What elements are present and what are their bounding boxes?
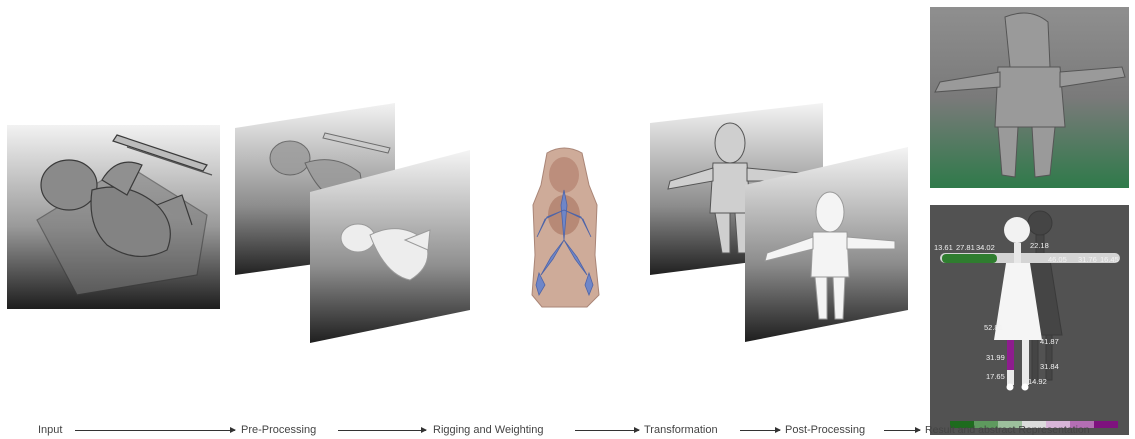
value-right-b: 16.45 xyxy=(1100,255,1119,264)
value-foot-right: 14.92 xyxy=(1028,377,1047,386)
head xyxy=(1004,217,1030,243)
value-right-a: 31.76 xyxy=(1078,255,1097,264)
stage-rigging-label: Rigging and Weighting xyxy=(433,423,543,437)
stage-result-label: Result and abstract Representation xyxy=(925,423,1090,437)
value-left-arm: 13.61 xyxy=(934,243,953,252)
value-torso: 52.81 xyxy=(984,323,1003,332)
stage-postprocessing-label: Post-Processing xyxy=(785,423,865,437)
arrow-postprocessing-to-result xyxy=(884,430,920,431)
result-render-panel xyxy=(930,7,1129,188)
preprocessing-front-slice xyxy=(310,150,470,343)
stage-transformation-label: Transformation xyxy=(644,423,718,437)
value-leg-right: 31.84 xyxy=(1040,362,1059,371)
value-left-upper: 27.81 xyxy=(956,243,975,252)
transformation-front-slice xyxy=(745,147,908,342)
infant-volume-render xyxy=(7,125,220,309)
abstract-representation-panel: 13.61 27.81 34.02 22.18 46.05 31.76 16.4… xyxy=(930,205,1129,435)
arrow-rigging-to-transformation xyxy=(575,430,639,431)
value-head-right: 22.18 xyxy=(1030,241,1049,250)
stage-input-label: Input xyxy=(38,423,62,437)
value-foot-left: 17.65 xyxy=(986,372,1005,381)
value-right-mid: 46.05 xyxy=(1048,255,1067,264)
rigging-model xyxy=(527,145,602,310)
value-left-mid: 34.02 xyxy=(976,243,995,252)
left-arm-deviation xyxy=(942,254,997,263)
arrow-input-to-preprocessing xyxy=(75,430,235,431)
input-volume-panel xyxy=(7,125,220,309)
arrow-transformation-to-postprocessing xyxy=(740,430,780,431)
stage-preprocessing-label: Pre-Processing xyxy=(241,423,316,437)
arrow-preprocessing-to-rigging xyxy=(338,430,426,431)
value-leg-left: 31.99 xyxy=(986,353,1005,362)
abstract-figure xyxy=(930,205,1129,435)
value-right-leg: 41.87 xyxy=(1040,337,1059,346)
left-leg-deviation xyxy=(1007,340,1014,370)
